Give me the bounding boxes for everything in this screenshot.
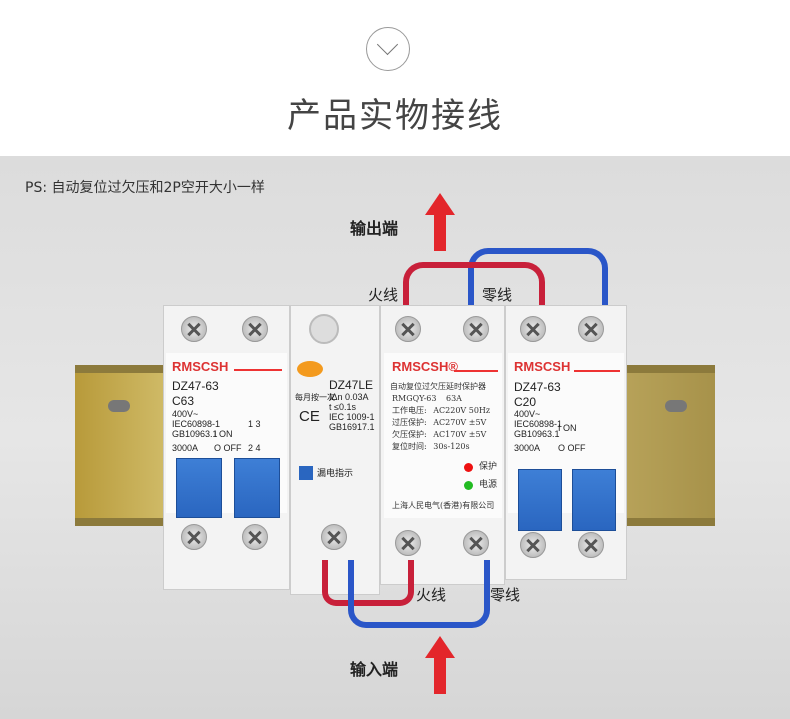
spec-row: 欠压保护: AC170V ±5V: [392, 430, 487, 439]
screw: [242, 524, 268, 550]
screw: [242, 316, 268, 342]
breaker-handle[interactable]: [234, 458, 280, 518]
standard: GB10963.1: [514, 429, 560, 439]
rail-slot: [108, 400, 130, 412]
capacity: 3000A: [172, 443, 199, 453]
screw: [181, 524, 207, 550]
power-led: [464, 481, 473, 490]
terminals: 2 4: [248, 443, 261, 453]
screw: [578, 316, 604, 342]
arrow-up-icon: [425, 636, 455, 694]
standard: GB10963.1: [172, 429, 218, 439]
screw: [463, 530, 489, 556]
live-wire: [322, 560, 414, 606]
ce-mark: CE: [299, 408, 320, 425]
model: DZ47-63: [514, 380, 561, 394]
rating: C63: [172, 394, 195, 408]
neutral-wire: [348, 560, 490, 628]
protect-label: 保护: [479, 462, 498, 472]
spec-row: 过压保护: AC270V ±5V: [392, 418, 487, 427]
off-label: O OFF: [558, 443, 586, 453]
rating: C20: [514, 395, 537, 409]
page-title: 产品实物接线: [287, 96, 503, 136]
neutral-wire: [468, 248, 608, 324]
standard: IEC 1009-1: [329, 412, 375, 422]
test-note: 每月按一次: [295, 393, 335, 402]
spec-row: 复位时间: 30s-120s: [392, 442, 470, 451]
manufacturer: 上海人民电气(香港)有限公司: [392, 501, 495, 510]
standard: IEC60898-1: [514, 419, 563, 429]
brand-logo: RMSCSH®: [392, 359, 458, 374]
voltage: 400V~: [514, 409, 541, 419]
screw: [181, 316, 207, 342]
rail-slot: [665, 400, 687, 412]
screw: [520, 532, 546, 558]
breaker-c20: RMSCSH DZ47-63 C20 400V~ IEC60898-1 GB10…: [505, 305, 627, 580]
output-label: 输出端: [350, 219, 399, 238]
screw: [395, 316, 421, 342]
header: 产品实物接线: [0, 0, 790, 156]
model: RMGQY-63: [392, 394, 437, 403]
voltage: 400V~: [172, 409, 199, 419]
screw: [520, 316, 546, 342]
terminals: 1 3: [248, 419, 261, 429]
rated-residual-current: IΔn 0.03A: [329, 392, 369, 402]
rcd-module: 每月按一次 DZ47LE IΔn 0.03A t ≤0.1s CE IEC 10…: [290, 305, 380, 595]
note: PS: 自动复位过欠压和2P空开大小一样: [25, 180, 265, 196]
capacity: 3000A: [514, 443, 541, 453]
breaker-handle[interactable]: [518, 469, 562, 531]
leak-indicator: [299, 466, 313, 480]
screw: [578, 532, 604, 558]
test-hole: [309, 314, 339, 344]
model: DZ47LE: [329, 378, 374, 392]
brand-logo: RMSCSH: [172, 359, 229, 374]
on-label: I ON: [214, 429, 233, 439]
brand-logo: RMSCSH: [514, 359, 571, 374]
standard: GB16917.1: [329, 422, 375, 432]
current: 63A: [446, 394, 462, 403]
screw: [321, 524, 347, 550]
protect-led: [464, 463, 473, 472]
neutral-label-top: 零线: [482, 286, 513, 304]
screw: [395, 530, 421, 556]
breaker-c63: RMSCSH DZ47-63 C63 400V~ IEC60898-1 GB10…: [163, 305, 290, 590]
power-label: 电源: [479, 480, 498, 490]
off-label: O OFF: [214, 443, 242, 453]
screw: [463, 316, 489, 342]
on-label: I ON: [558, 423, 577, 433]
live-label-bottom: 火线: [416, 586, 447, 604]
standard: IEC60898-1: [172, 419, 221, 429]
leak-label: 漏电指示: [317, 468, 354, 478]
product-name: 自动复位过欠压延时保护器: [390, 382, 486, 391]
breaker-handle[interactable]: [176, 458, 222, 518]
test-button[interactable]: [297, 361, 323, 377]
live-wire: [403, 262, 545, 328]
arrow-up-icon: [425, 193, 455, 251]
live-label-top: 火线: [368, 286, 399, 304]
breaker-handle[interactable]: [572, 469, 616, 531]
trip-time: t ≤0.1s: [329, 402, 356, 412]
model: DZ47-63: [172, 379, 219, 393]
voltage-protector: RMSCSH® 自动复位过欠压延时保护器 RMGQY-63 63A 工作电压: …: [380, 305, 505, 585]
input-label: 输入端: [350, 660, 399, 679]
spec-row: 工作电压: AC220V 50Hz: [392, 406, 491, 415]
neutral-label-bottom: 零线: [490, 586, 521, 604]
chevron-down-icon: [366, 27, 410, 71]
